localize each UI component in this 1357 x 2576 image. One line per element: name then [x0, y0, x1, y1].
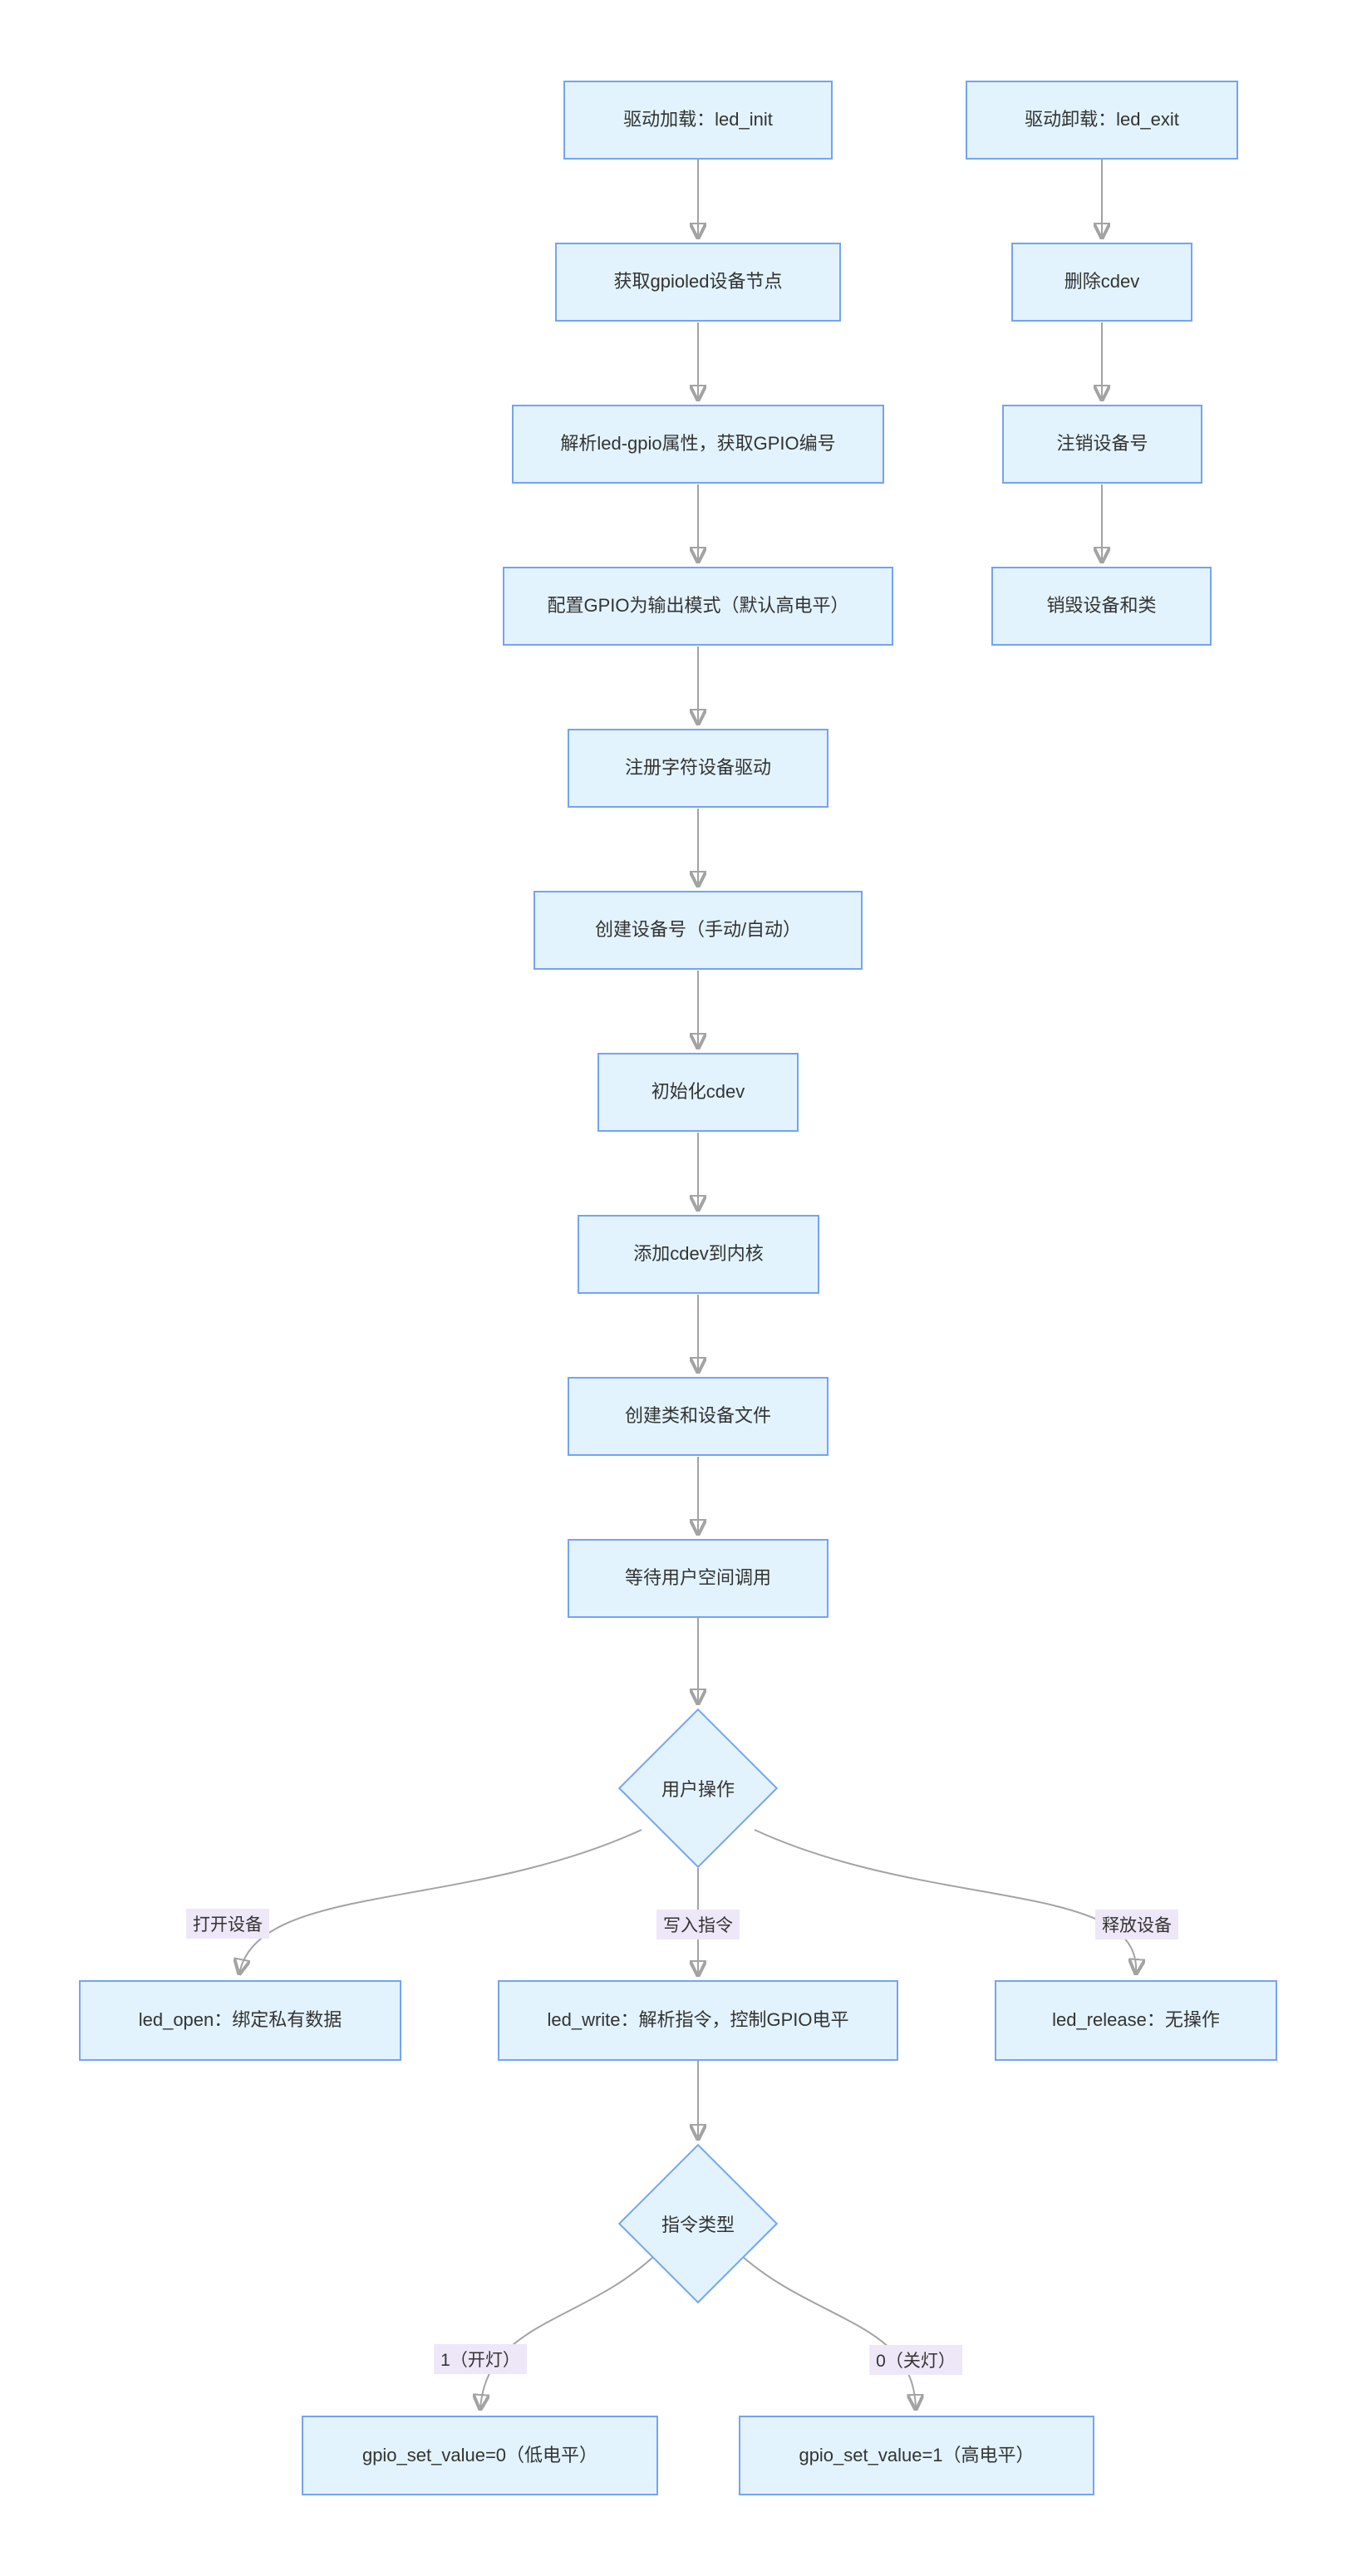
edge-label-on: 1（开灯） [434, 2344, 527, 2374]
decision-command-type-label: 指令类型 [661, 2215, 735, 2235]
node-led-init: 驱动加载：led_init [563, 81, 833, 160]
edge-label-off: 0（关灯） [869, 2345, 962, 2375]
node-delete-cdev: 删除cdev [1011, 243, 1192, 322]
edge-label-release-device: 释放设备 [1095, 1910, 1178, 1939]
node-config-gpio-output: 配置GPIO为输出模式（默认高电平） [503, 567, 893, 646]
node-led-exit: 驱动卸载：led_exit [966, 81, 1238, 160]
node-wait-userspace: 等待用户空间调用 [568, 1539, 828, 1618]
node-gpio-set-low: gpio_set_value=0（低电平） [302, 2416, 658, 2495]
node-create-class-device: 创建类和设备文件 [568, 1377, 828, 1456]
node-unregister-devno: 注销设备号 [1002, 405, 1202, 484]
node-register-chrdev: 注册字符设备驱动 [568, 729, 828, 808]
node-create-devno: 创建设备号（手动/自动） [533, 891, 863, 970]
node-led-open: led_open：绑定私有数据 [79, 1980, 401, 2061]
decision-command-type: 指令类型 [617, 2143, 779, 2304]
node-get-device-node: 获取gpioled设备节点 [555, 243, 841, 322]
node-cdev-init: 初始化cdev [597, 1053, 799, 1132]
edge-label-open-device: 打开设备 [186, 1909, 269, 1939]
node-cdev-add: 添加cdev到内核 [578, 1215, 819, 1294]
node-led-release: led_release：无操作 [995, 1980, 1277, 2061]
node-destroy-device-class: 销毁设备和类 [991, 567, 1212, 646]
decision-user-operation: 用户操作 [617, 1708, 779, 1869]
decision-user-operation-label: 用户操作 [661, 1779, 735, 1800]
node-parse-led-gpio: 解析led-gpio属性，获取GPIO编号 [512, 405, 884, 484]
node-gpio-set-high: gpio_set_value=1（高电平） [739, 2416, 1094, 2495]
edge-label-write-command: 写入指令 [656, 1910, 740, 1939]
node-led-write: led_write：解析指令，控制GPIO电平 [498, 1980, 898, 2061]
